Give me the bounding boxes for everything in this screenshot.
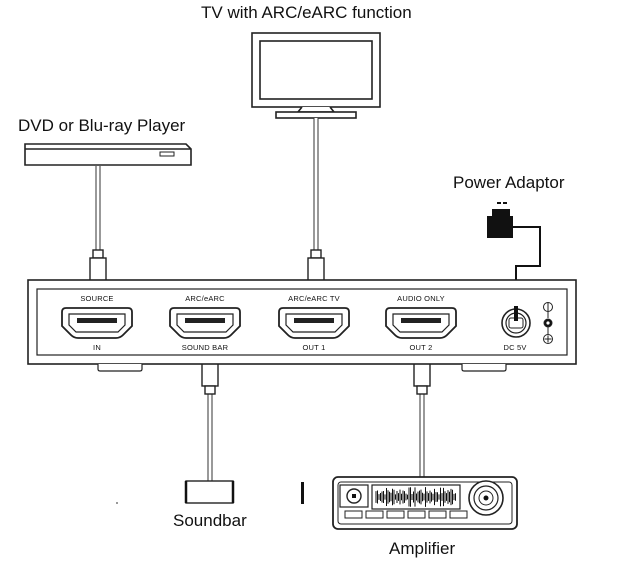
port-label-source: SOURCE	[80, 294, 114, 303]
soundbar-illustration	[116, 480, 304, 504]
tv-illustration	[251, 32, 381, 119]
hdmi-port-out-1	[278, 307, 350, 339]
cables	[95, 118, 425, 482]
hdmi-port-out-2	[385, 307, 457, 339]
port-label-dc-5v: DC 5V	[503, 343, 527, 352]
polarity-symbol	[543, 302, 553, 344]
dc-5v-port	[501, 306, 531, 338]
power-adaptor-label: Power Adaptor	[453, 173, 565, 192]
hdmi-port-sound-bar	[169, 307, 241, 339]
tv-label: TV with ARC/eARC function	[201, 3, 412, 22]
hdmi-port-in	[61, 307, 133, 339]
port-label-audio-only: AUDIO ONLY	[397, 294, 445, 303]
soundbar-label: Soundbar	[173, 511, 247, 530]
port-label-arc-earc: ARC/eARC	[185, 294, 225, 303]
amplifier-illustration	[332, 476, 518, 530]
port-label-out-1: OUT 1	[302, 343, 326, 352]
port-label-sound-bar: SOUND BAR	[181, 343, 229, 352]
port-label-arc-earc-tv: ARC/eARC TV	[288, 294, 340, 303]
hdmi-ports	[61, 307, 457, 339]
port-label-out-2: OUT 2	[409, 343, 433, 352]
amplifier-label: Amplifier	[389, 539, 456, 558]
player-illustration	[24, 143, 192, 166]
player-label: DVD or Blu-ray Player	[18, 116, 186, 135]
port-label-in: IN	[93, 343, 101, 352]
